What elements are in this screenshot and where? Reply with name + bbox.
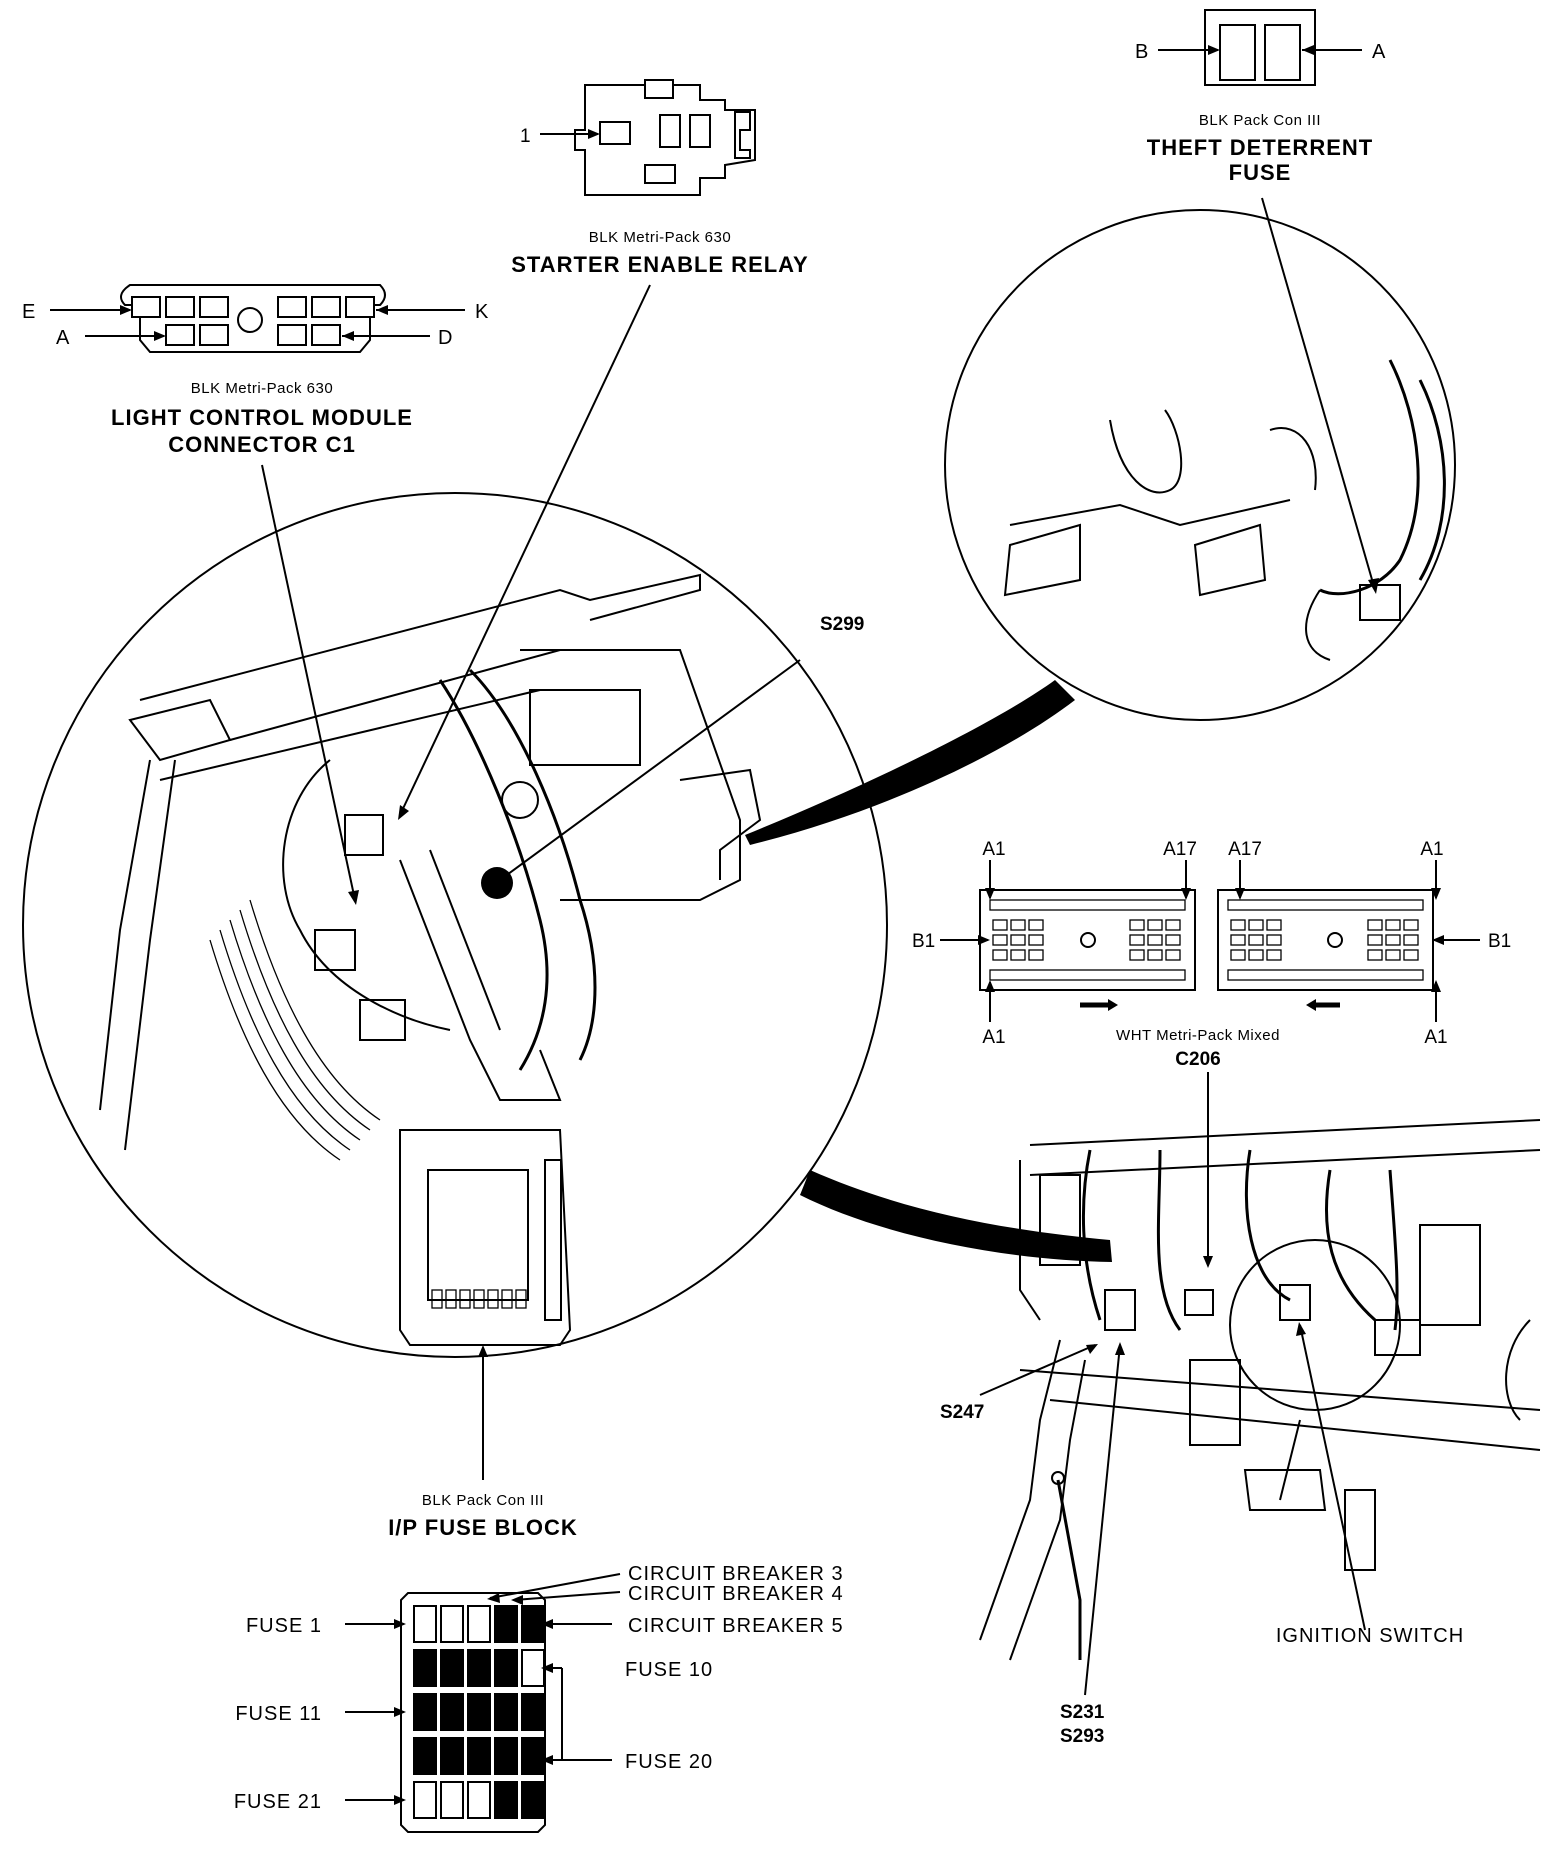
c206-type-label: WHT Metri-Pack Mixed [1116,1027,1280,1044]
circuit-breaker-3-label: CIRCUIT BREAKER 3 [628,1563,844,1585]
s247-leader [979,1344,1096,1396]
theft-fuse-type-label: BLK Pack Con III [1199,112,1321,129]
theft-fuse-detail-view [944,209,1456,721]
fuse-cell [494,1737,518,1775]
c206-right-b1-label: B1 [1488,931,1511,952]
dash-view-callout [800,1170,1112,1262]
fuse-cell [467,1649,491,1687]
fuse-cell [440,1649,464,1687]
c206-pin-arrows [940,860,1480,1022]
fuse-cell [413,1781,437,1819]
fuse-cell [521,1649,545,1687]
fuse-10-label: FUSE 10 [625,1659,713,1681]
lcm-name-line1: LIGHT CONTROL MODULE [111,405,413,430]
fuse-cell [521,1693,545,1731]
c206-name-label: C206 [1175,1049,1220,1070]
fuse-cell [413,1649,437,1687]
fuse-cell [467,1737,491,1775]
fuse-block-name-label: I/P FUSE BLOCK [388,1515,578,1540]
fuse-cell [521,1737,545,1775]
fuse-cell [467,1693,491,1731]
circuit-breaker-4-label: CIRCUIT BREAKER 4 [628,1583,844,1605]
ignition-switch-label: IGNITION SWITCH [1276,1625,1464,1647]
fuse-cell [521,1605,545,1643]
theft-fuse-leader [1261,197,1376,591]
fuse-block-type-label: BLK Pack Con III [422,1492,544,1509]
c206-right-bottom-a1-label: A1 [1424,1027,1447,1048]
relay-leader [399,284,651,816]
lcm-pin-a-label: A [56,327,70,349]
circuit-breaker-5-label: CIRCUIT BREAKER 5 [628,1615,844,1637]
fuse-cell [521,1781,545,1819]
c206-left-b1-label: B1 [912,931,935,952]
splice-s293-label: S293 [1060,1726,1104,1747]
fuse-block-map [400,1592,546,1833]
lcm-type-label: BLK Metri-Pack 630 [191,380,333,397]
lcm-connector-c1 [50,284,465,353]
main-detail-view [22,492,888,1358]
ignition-switch-leader [1299,1324,1366,1631]
fuse-cell [413,1693,437,1731]
fuse-cell [440,1781,464,1819]
fuse-cell [440,1737,464,1775]
theft-fuse-pin-b-label: B [1135,41,1149,63]
fuse-20-label: FUSE 20 [625,1751,713,1773]
lcm-pin-d-label: D [438,327,453,349]
relay-type-label: BLK Metri-Pack 630 [589,229,731,246]
fuse-block-pointers [345,1573,621,1805]
c206-right-top-a17-label: A17 [1228,839,1262,860]
fuse-cell [494,1693,518,1731]
starter-enable-relay-connector [540,79,756,196]
s231-leader [1084,1344,1121,1696]
c206-right-half [1217,889,1434,991]
fuse-11-label: FUSE 11 [235,1703,322,1725]
fuse-cell [413,1737,437,1775]
fuse-21-label: FUSE 21 [234,1791,322,1813]
theft-fuse-pin-a-label: A [1372,41,1386,63]
fuse-cell [440,1693,464,1731]
fuse-cell [494,1781,518,1819]
s299-leader [499,659,801,881]
fuse-cell [413,1605,437,1643]
fuse-1-label: FUSE 1 [246,1615,322,1637]
c206-right-top-a1-label: A1 [1420,839,1443,860]
c206-left-top-a1-label: A1 [982,839,1005,860]
fuse-cell [494,1605,518,1643]
theft-fuse-name-line1: THEFT DETERRENT [1147,135,1373,160]
fuse-cell [440,1605,464,1643]
lcm-pin-k-label: K [475,301,489,323]
c206-left-top-a17-label: A17 [1163,839,1197,860]
theft-detail-callout [745,680,1075,845]
lcm-pin-e-label: E [22,301,36,323]
splice-s299-label: S299 [820,614,864,635]
theft-fuse-connector [1158,9,1362,86]
lcm-leader [261,464,356,901]
c206-left-bottom-a1-label: A1 [982,1027,1005,1048]
fuse-cell [494,1649,518,1687]
theft-fuse-name-line2: FUSE [1229,160,1292,185]
splice-s231-label: S231 [1060,1702,1105,1723]
fuse-block-bottom-row [431,1289,527,1309]
c206-left-half [979,889,1196,991]
relay-name-label: STARTER ENABLE RELAY [511,252,808,277]
lcm-name-line2: CONNECTOR C1 [168,432,356,457]
relay-pin-1-label: 1 [520,126,531,147]
splice-s247-label: S247 [940,1402,984,1423]
fuse-cell [467,1781,491,1819]
fuse-cell [467,1605,491,1643]
dash-view [979,1119,1541,1661]
